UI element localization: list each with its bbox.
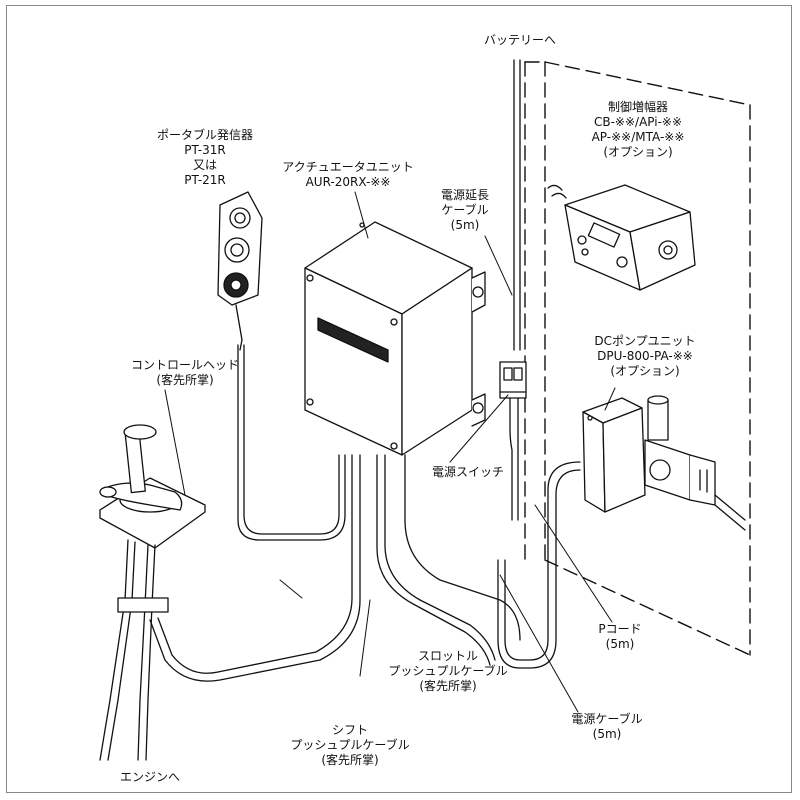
pcord [404, 454, 521, 641]
dc-pump-label: DCポンプユニット DPU-800-PA-※※ (オプション) [594, 334, 696, 378]
battery-label: バッテリーへ [483, 33, 556, 47]
bulkhead-outline [524, 61, 751, 656]
control-head-drawing [99, 424, 206, 549]
dc-pump-drawing [582, 395, 746, 531]
power-cable-label: 電源ケーブル (5m) [571, 712, 643, 741]
power-cable [504, 461, 581, 661]
throttle-cable [384, 454, 496, 661]
amplifier-drawing [547, 184, 696, 291]
portable-transmitter-drawing [217, 191, 263, 351]
extension-cable [509, 59, 521, 521]
diagram-frame [6, 5, 792, 793]
shift-cable [149, 454, 361, 682]
extension-cable-label: 電源延長 ケーブル (5m) [440, 188, 489, 232]
power-switch-label: 電源スイッチ [431, 465, 504, 479]
leader-lines [164, 191, 616, 713]
engine-label: エンジンへ [119, 770, 180, 784]
control-head-cables [99, 539, 169, 761]
throttle-cable-label: スロットル プッシュプルケーブル (客先所掌) [388, 649, 508, 693]
actuator-unit-drawing [304, 221, 486, 456]
actuator-unit-label: アクチュエータユニット AUR-20RX-※※ [282, 160, 414, 189]
control-head-label: コントロールヘッド (客先所掌) [130, 358, 239, 387]
portable-transmitter-label: ポータブル発信器 PT-31R 又は PT-21R [156, 128, 253, 187]
amplifier-label: 制御増幅器 CB-※※/APi-※※ AP-※※/MTA-※※ (オプション) [591, 100, 685, 159]
power-switch-drawing [499, 361, 527, 399]
transmitter-cable [237, 344, 346, 541]
pcord-label: Pコード (5m) [598, 622, 642, 651]
shift-cable-label: シフト プッシュプルケーブル (客先所掌) [290, 723, 410, 767]
